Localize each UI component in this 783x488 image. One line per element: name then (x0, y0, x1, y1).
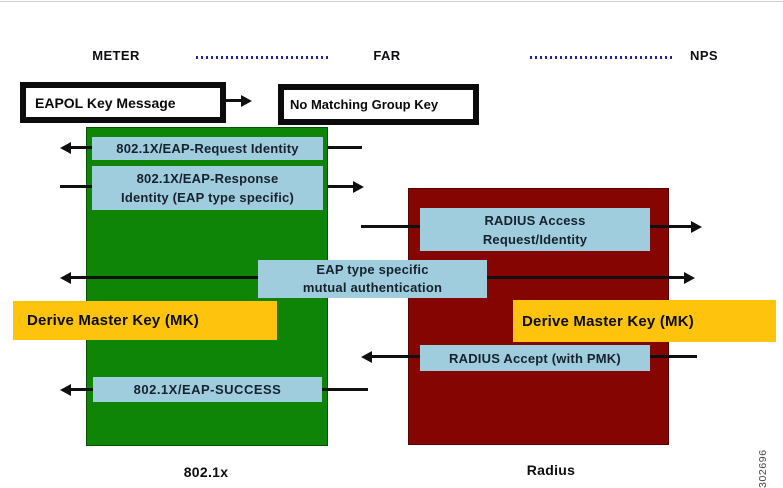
arrow-radius-accept-left (361, 351, 420, 363)
arrow-response-identity-right (328, 181, 364, 193)
protocol-label-dot1x: 802.1x (183, 464, 229, 480)
lane-label-far: FAR (373, 48, 401, 63)
arrow-eap-mutual-right (487, 272, 695, 284)
dotted-line-far-nps (530, 56, 672, 59)
note-derive-master-key-left: Derive Master Key (MK) (13, 301, 277, 340)
line-radius-access-left (361, 221, 420, 233)
message-eap-mutual-line1: EAP type specific (316, 262, 429, 277)
lane-label-nps: NPS (690, 48, 718, 63)
top-border-line (0, 1, 783, 2)
message-radius-access-line1: RADIUS Access (484, 212, 586, 228)
lane-label-meter: METER (92, 48, 140, 63)
arrow-request-identity-left (60, 142, 93, 154)
message-eap-success: 802.1X/EAP-SUCCESS (93, 377, 322, 402)
message-radius-access-line2: Request/Identity (482, 231, 588, 247)
protocol-label-radius: Radius (526, 462, 576, 478)
arrow-eapol-to-no-matching (224, 95, 252, 107)
callout-eapol-key-message: EAPOL Key Message (20, 82, 226, 123)
figure-id: 302696 (757, 449, 769, 488)
message-request-identity: 802.1X/EAP-Request Identity (92, 137, 323, 160)
message-eap-mutual: EAP type specific mutual authentication (258, 260, 487, 298)
line-response-identity-left (60, 181, 92, 193)
line-eap-success-right (322, 384, 368, 396)
message-response-identity-line2: Identity (EAP type specific) (121, 190, 294, 205)
message-response-identity: 802.1X/EAP-Response Identity (EAP type s… (92, 166, 323, 210)
arrow-eap-success-left (60, 384, 93, 396)
note-derive-master-key-right: Derive Master Key (MK) (513, 300, 776, 342)
arrow-eap-mutual-left (60, 272, 258, 284)
line-radius-accept-right (650, 351, 697, 363)
callout-no-matching-group-key: No Matching Group Key (278, 84, 479, 125)
message-radius-access: RADIUS Access Request/Identity (420, 208, 650, 251)
message-response-identity-line1: 802.1X/EAP-Response (136, 171, 279, 186)
line-request-identity-right (328, 142, 362, 154)
message-radius-accept: RADIUS Accept (with PMK) (420, 345, 650, 371)
message-eap-mutual-line2: mutual authentication (302, 280, 443, 295)
dotted-line-meter-far (196, 56, 330, 59)
arrow-radius-access-right (650, 221, 702, 233)
